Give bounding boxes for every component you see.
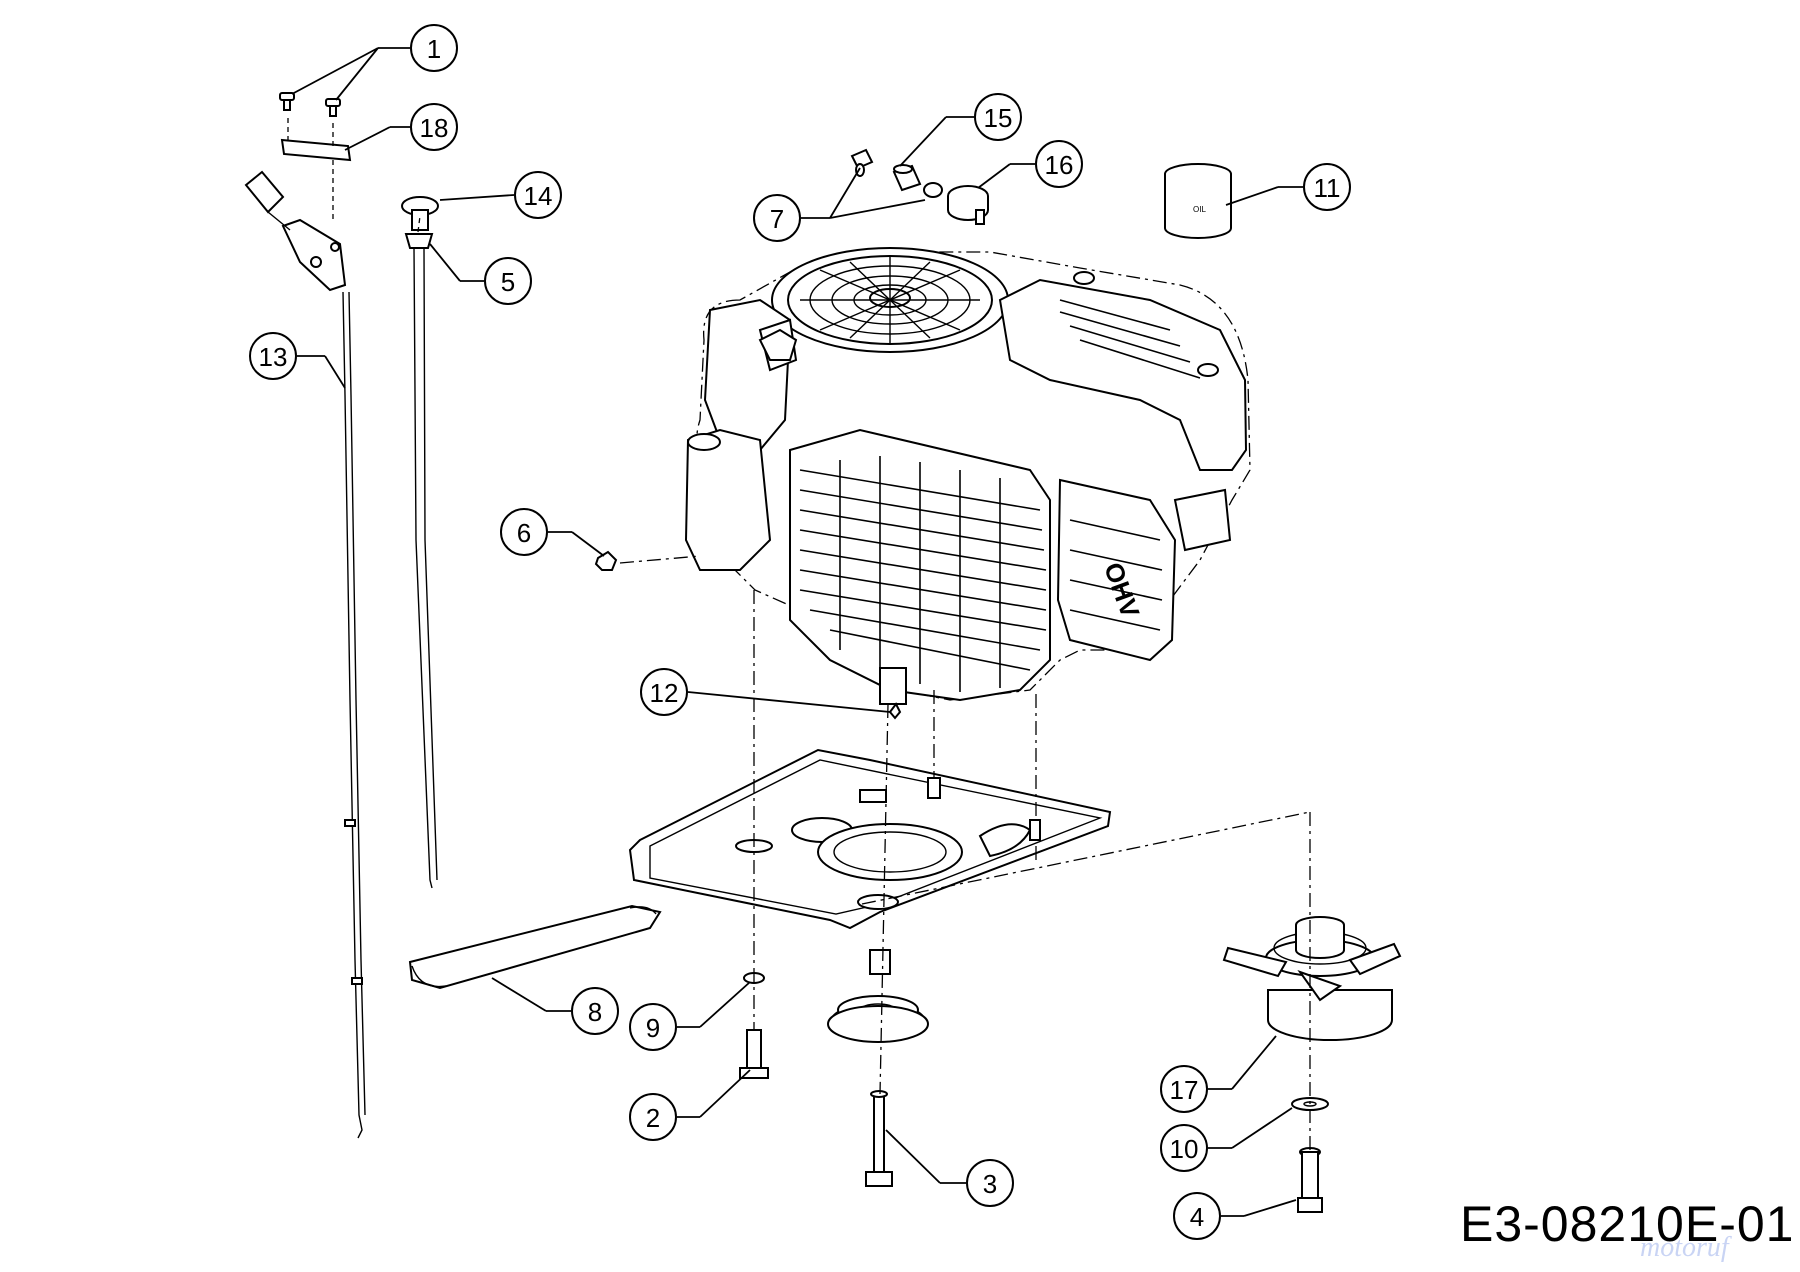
callout-label: 15 [984, 103, 1013, 133]
callout-4: 4 [1173, 1192, 1221, 1240]
callout-3: 3 [966, 1159, 1014, 1207]
spark-plug-boot-part-7a [850, 148, 874, 177]
callout-circle [753, 194, 801, 242]
callout-label: 4 [1190, 1202, 1204, 1232]
dipstick-assembly [401, 196, 439, 889]
callout-2: 2 [629, 1093, 677, 1141]
callout-label: 3 [983, 1169, 997, 1199]
callout-circle [629, 1003, 677, 1051]
callout-label: 7 [770, 204, 784, 234]
callout-label: 6 [517, 518, 531, 548]
spacer [869, 949, 891, 975]
callout-label: 2 [646, 1103, 660, 1133]
callout-label: 12 [650, 678, 679, 708]
callout-label: 8 [588, 997, 602, 1027]
key-part-12 [888, 702, 902, 720]
throttle-control-assembly [244, 92, 366, 1139]
callout-13: 13 [249, 332, 297, 380]
callout-10: 10 [1160, 1124, 1208, 1172]
callout-16: 16 [1035, 140, 1083, 188]
callout-circle [1303, 163, 1351, 211]
callout-label: 17 [1170, 1075, 1199, 1105]
starter-motor [684, 428, 772, 571]
throttle-lever [244, 170, 347, 292]
callout-circle [974, 93, 1022, 141]
callout-label: 18 [420, 113, 449, 143]
leader-lines [291, 47, 1303, 1217]
filter-part-15 [892, 164, 922, 192]
bolt-part-2 [739, 1029, 769, 1079]
callout-circle [640, 668, 688, 716]
clamp-part-7b [923, 182, 943, 198]
alignment-lines [417, 215, 1311, 1150]
callout-circle [1160, 1065, 1208, 1113]
callout-circle [571, 987, 619, 1035]
callout-9: 9 [629, 1003, 677, 1051]
drive-pulley [827, 995, 929, 1043]
watermark-logo: motoruf [1640, 1232, 1729, 1263]
callout-label: 5 [501, 267, 515, 297]
callout-circle [249, 332, 297, 380]
callout-label: 13 [259, 342, 288, 372]
bolt-part-4 [1297, 1147, 1323, 1213]
svg-text:OIL: OIL [1193, 205, 1206, 214]
callout-label: 9 [646, 1013, 660, 1043]
nut-part-6 [594, 550, 618, 571]
callout-label: 14 [524, 181, 553, 211]
screw-part-1b [325, 98, 341, 117]
cylinder-head [1056, 478, 1177, 662]
callout-circle [1173, 1192, 1221, 1240]
dipstick-tube-part-5 [404, 233, 434, 249]
callout-circle [500, 508, 548, 556]
mounting-plate [628, 748, 1112, 930]
oil-bottle-part-11: OIL [1164, 163, 1232, 239]
callout-layer: 1 18 14 5 13 15 16 7 11 6 12 8 9 2 3 17 10 4 [249, 24, 1351, 1240]
callout-6: 6 [500, 508, 548, 556]
callout-circle [1035, 140, 1083, 188]
callout-18: 18 [410, 103, 458, 151]
callout-label: 10 [1170, 1134, 1199, 1164]
callout-15: 15 [974, 93, 1022, 141]
callout-1: 1 [410, 24, 458, 72]
heat-shield-part-8 [408, 904, 662, 990]
callout-circle [410, 103, 458, 151]
callout-17: 17 [1160, 1065, 1208, 1113]
callout-circle [966, 1159, 1014, 1207]
callout-12: 12 [640, 668, 688, 716]
callout-circle [484, 257, 532, 305]
electric-clutch-part-17 [1222, 916, 1402, 1041]
callout-11: 11 [1303, 163, 1351, 211]
callout-5: 5 [484, 257, 532, 305]
callout-label: 16 [1045, 150, 1074, 180]
callout-label: 1 [427, 34, 441, 64]
callout-circle [514, 171, 562, 219]
throttle-cable-part-13 [342, 291, 363, 1139]
crankshaft [879, 667, 907, 705]
vent-part-16 [947, 185, 989, 225]
callout-circle [629, 1093, 677, 1141]
bracket-part-18 [280, 138, 352, 162]
callout-7: 7 [753, 194, 801, 242]
callout-circle [410, 24, 458, 72]
screw-part-1a [279, 92, 295, 111]
callout-circle [1160, 1124, 1208, 1172]
callout-8: 8 [571, 987, 619, 1035]
callout-label: 11 [1314, 173, 1341, 203]
callout-14: 14 [514, 171, 562, 219]
engine: OHV [684, 247, 1251, 705]
bolt-part-3 [865, 1090, 893, 1187]
drawing-number: E3-08210E-01 [1460, 1196, 1795, 1252]
